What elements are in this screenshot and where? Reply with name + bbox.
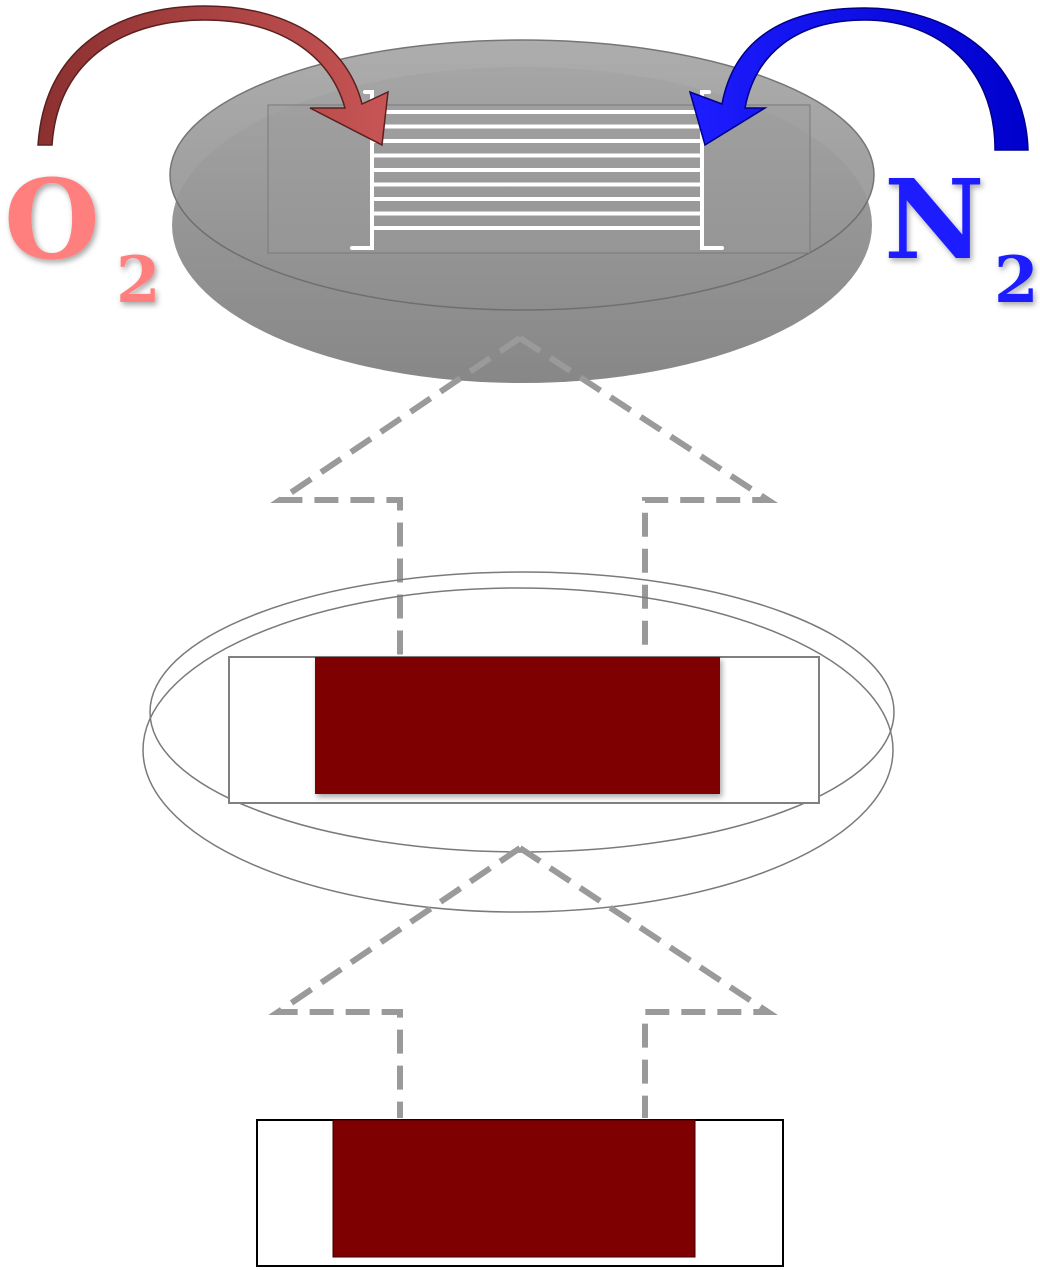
oxygen-subscript: 2	[116, 243, 161, 318]
nitrogen-subscript: 2	[994, 243, 1039, 318]
outline-disk-bottom	[142, 587, 894, 913]
zoom-line-left	[268, 845, 522, 1118]
zoom-line-left	[270, 335, 522, 656]
oxygen-label: O 2	[4, 155, 161, 318]
nitrogen-symbol: N	[884, 155, 985, 284]
channel-lines	[370, 110, 704, 230]
microchannel-grid-icon	[350, 90, 724, 250]
sample-film-middle	[315, 657, 720, 794]
zoom-line-right	[518, 335, 779, 656]
zoom-line-right	[518, 845, 778, 1118]
zoom-connector-lower	[268, 845, 778, 1118]
sample-film-bottom	[332, 1119, 696, 1258]
curved-arrow-right-icon	[37, 5, 389, 147]
zoom-connector-upper	[270, 335, 779, 656]
oxygen-symbol: O	[4, 155, 100, 284]
nitrogen-label: N 2	[884, 155, 1039, 318]
curved-arrow-left-icon	[688, 7, 1029, 151]
